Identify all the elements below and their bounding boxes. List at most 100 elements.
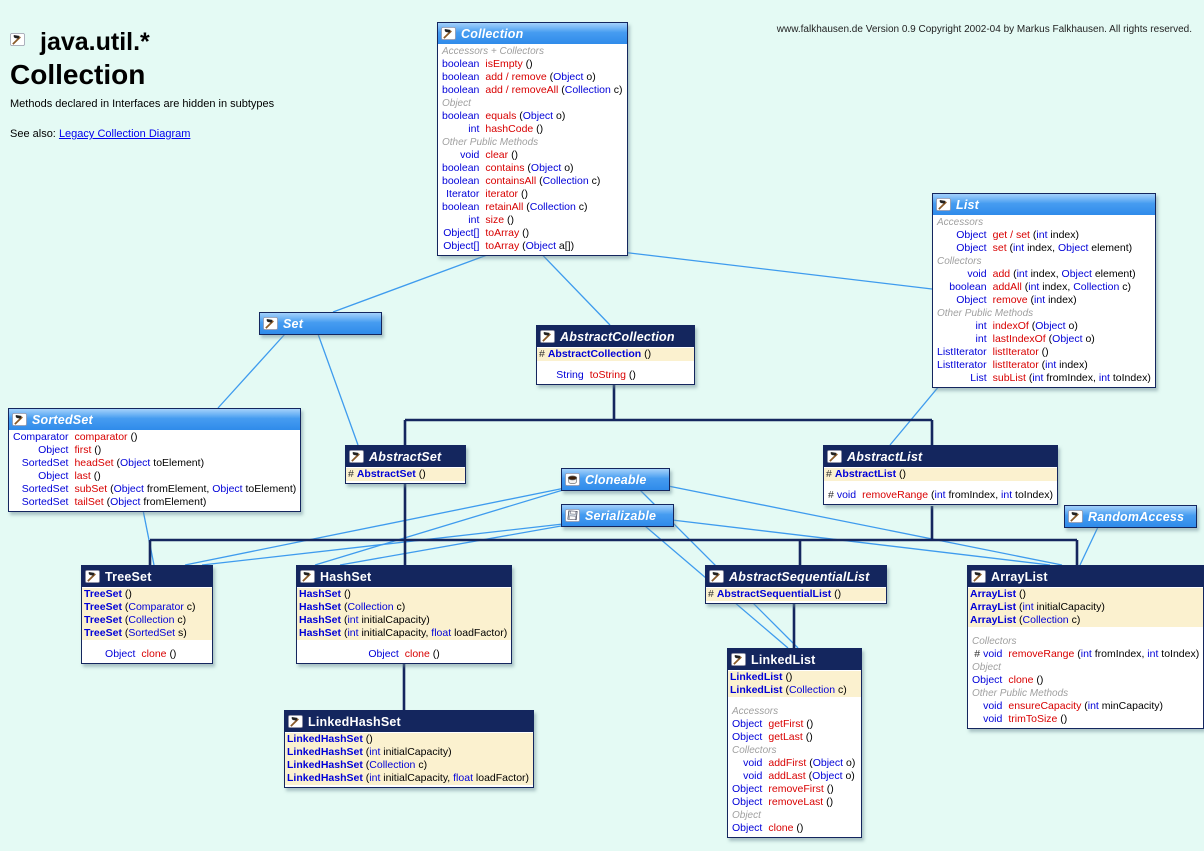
method-params: (Object o) (1031, 320, 1078, 332)
class-title: Set (283, 316, 304, 331)
method-row: get / set (int index) (993, 229, 1151, 242)
constructor-name: HashSet (299, 614, 342, 626)
hammer-icon (441, 27, 456, 40)
method-row: containsAll (Collection c) (485, 175, 622, 188)
method-name: clone (768, 822, 794, 834)
class-header-linked-list[interactable]: LinkedList (728, 649, 861, 670)
constructor-params: (Collection c) (365, 759, 428, 771)
class-box-abstract-collection: AbstractCollection#AbstractCollection ()… (536, 325, 695, 385)
floppy-disk-icon (565, 509, 580, 522)
return-type: Comparator (13, 431, 69, 443)
constructor-params: (int initialCapacity) (365, 746, 452, 758)
class-header-random-access[interactable]: RandomAccess (1065, 506, 1196, 527)
class-header-abstract-list[interactable]: AbstractList (824, 446, 1057, 467)
return-type: Object (38, 470, 69, 482)
class-header-linked-hash-set[interactable]: LinkedHashSet (285, 711, 534, 732)
method-name: add (992, 268, 1011, 280)
class-header-collection[interactable]: Collection (438, 23, 627, 44)
method-params: (Object toElement) (116, 457, 205, 469)
constructor-name: AbstractCollection (547, 348, 642, 360)
legacy-collection-diagram-link[interactable]: Legacy Collection Diagram (58, 128, 191, 140)
class-header-abstract-sequential-list[interactable]: AbstractSequentialList (706, 566, 886, 587)
class-header-serializable[interactable]: Serializable (562, 505, 673, 526)
class-header-cloneable[interactable]: Cloneable (562, 469, 669, 490)
class-header-abstract-collection[interactable]: AbstractCollection (537, 326, 694, 347)
method-name: clone (141, 648, 167, 660)
constructor-name: ArrayList (970, 614, 1017, 626)
constructor-row: HashSet (Collection c) (297, 601, 512, 614)
return-type: Object (732, 796, 763, 808)
class-header-tree-set[interactable]: TreeSet (82, 566, 212, 587)
method-name: addFirst (768, 757, 807, 769)
class-header-hash-set[interactable]: HashSet (297, 566, 512, 587)
constructor-params: (Collection c) (785, 684, 847, 696)
class-title: LinkedList (751, 652, 816, 667)
return-type: int (975, 333, 987, 345)
method-name: containsAll (485, 175, 537, 187)
return-type: Object (956, 242, 987, 254)
constructor-params: () (785, 671, 793, 683)
coffee-cup-icon (565, 473, 580, 486)
class-header-array-list[interactable]: ArrayList (968, 566, 1204, 587)
return-type: Object (956, 294, 987, 306)
method-params: () (628, 369, 636, 381)
section-label: Collectors (937, 256, 982, 267)
method-params: (Object o) (808, 770, 855, 782)
method-params: () (94, 444, 102, 456)
method-name: remove (992, 294, 1028, 306)
class-box-abstract-set: AbstractSet#AbstractSet () (345, 445, 466, 484)
class-body-hash-set: HashSet ()HashSet (Collection c) HashSet … (297, 587, 512, 663)
class-header-sorted-set[interactable]: SortedSet (9, 409, 300, 430)
method-row: addFirst (Object o) (768, 757, 857, 770)
return-type: boolean (442, 201, 480, 213)
constructor-params: (int initialCapacity) (1019, 601, 1105, 613)
class-title: HashSet (320, 569, 372, 584)
constructor-row: #AbstractSet () (346, 468, 465, 481)
method-row: toArray () (485, 227, 622, 240)
method-name: toArray (485, 240, 520, 252)
class-header-abstract-set[interactable]: AbstractSet (346, 446, 465, 467)
method-params: (int fromIndex, int toIndex) (1077, 648, 1200, 660)
constructor-name: LinkedHashSet (287, 733, 363, 745)
edge-serializable-array-list (671, 519, 1051, 566)
method-name: subList (992, 372, 1026, 384)
method-row: iterator () (485, 188, 622, 201)
method-params: () (806, 718, 814, 730)
constructor-row: HashSet (int initialCapacity, float load… (297, 627, 512, 640)
section-label: Object (972, 662, 1001, 673)
see-also-label: See also: (10, 128, 56, 140)
method-name: set (992, 242, 1007, 254)
class-box-random-access: RandomAccess (1064, 505, 1197, 528)
method-name: clear (485, 149, 509, 161)
method-name: removeFirst (768, 783, 824, 795)
method-name: retainAll (485, 201, 524, 213)
method-params: () (826, 796, 834, 808)
constructor-row: HashSet () (297, 588, 512, 601)
class-title: Cloneable (585, 472, 647, 487)
class-header-list[interactable]: List (933, 194, 1155, 215)
hammer-icon (349, 450, 364, 463)
constructor-params: (int initialCapacity, float loadFactor) (365, 772, 530, 784)
method-row: lastIndexOf (Object o) (993, 333, 1151, 346)
constructor-name: TreeSet (84, 627, 122, 639)
method-name: tailSet (74, 496, 104, 508)
protected-marker: # (974, 648, 981, 660)
return-type: void (743, 757, 763, 769)
method-params: (Object o) (549, 71, 596, 83)
method-row: add / removeAll (Collection c) (485, 84, 622, 97)
constructor-params: () (899, 468, 907, 480)
method-params: () (536, 123, 544, 135)
constructor-name: AbstractSet (356, 468, 416, 480)
return-type: boolean (442, 84, 480, 96)
return-type: List (970, 372, 987, 384)
constructor-name: ArrayList (970, 588, 1017, 600)
constructor-row: TreeSet (Collection c) (82, 614, 212, 627)
method-row: clone () (768, 822, 857, 835)
return-type: Object (38, 444, 69, 456)
method-row: hashCode () (485, 123, 622, 136)
method-params: () (826, 783, 834, 795)
class-title: LinkedHashSet (308, 714, 401, 729)
class-header-set[interactable]: Set (260, 313, 381, 334)
